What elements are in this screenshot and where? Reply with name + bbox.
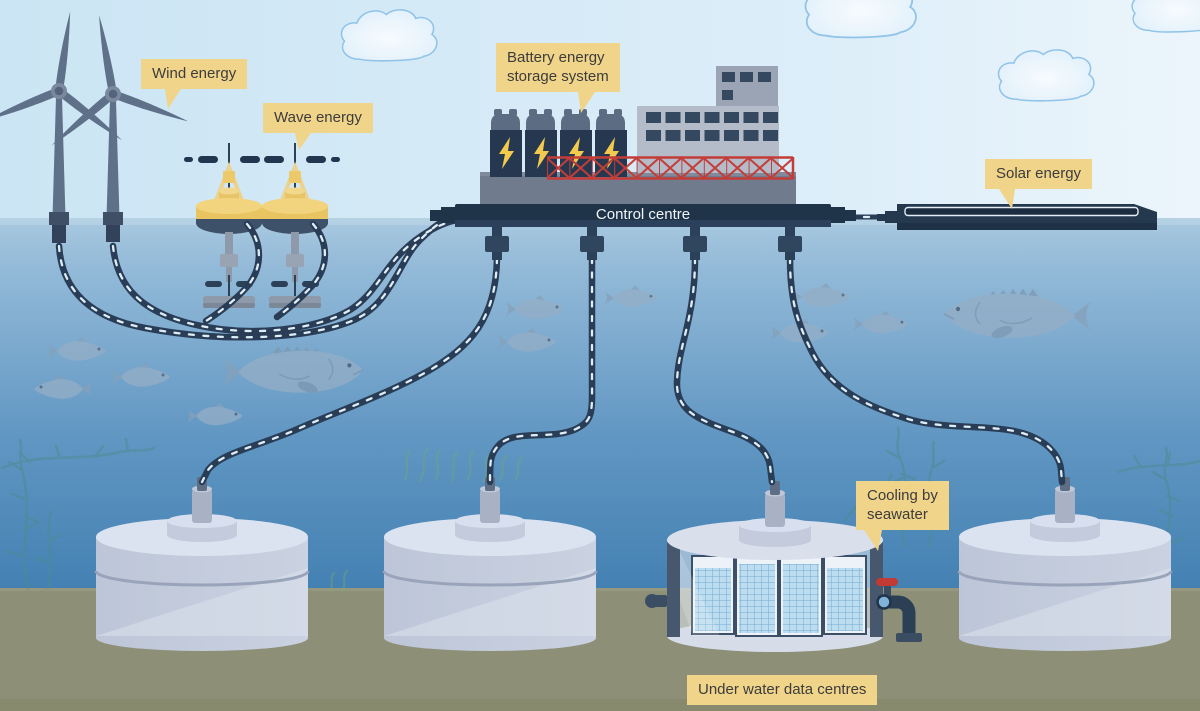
label-cooling-seawater: Cooling by seawater (856, 481, 949, 552)
server-rack (735, 551, 779, 637)
seawater-valve (876, 578, 922, 642)
server-rack (823, 555, 867, 635)
server-rack (779, 551, 823, 637)
underwater-data-centre-3-transparent (667, 481, 883, 652)
building-windows (646, 112, 778, 141)
floating-solar-panel (877, 204, 1157, 230)
lightning-bolt-icon (569, 137, 584, 169)
lightning-bolt-icon (604, 137, 619, 169)
label-wind-energy: Wind energy (141, 59, 248, 110)
valve-handle (876, 578, 898, 586)
label-solar-energy: Solar energy (985, 159, 1093, 210)
platform-pylons (485, 226, 802, 260)
wind-turbine-2 (49, 14, 190, 242)
cloud-icon (1131, 0, 1200, 33)
battery-unit (525, 109, 557, 177)
left-pipe-stub (645, 594, 667, 608)
battery-unit (490, 109, 522, 177)
lightning-bolt-icon (499, 137, 514, 169)
seabed-bottom-shade (0, 699, 1200, 711)
server-racks (691, 551, 867, 637)
seabed-edge (0, 588, 1200, 591)
power-cables (55, 211, 1066, 486)
control-centre-hull (430, 204, 856, 227)
control-centre-platform (430, 66, 856, 260)
label-underwater-data-centres: Under water data centres (687, 675, 878, 706)
label-control-centre: Control centre (595, 206, 691, 223)
red-truss-railing (547, 156, 795, 180)
lightning-bolt-icon (534, 137, 549, 169)
valve-port (876, 594, 892, 610)
label-battery-storage: Battery energy storage system (496, 43, 620, 114)
label-wave-energy: Wave energy (263, 103, 373, 151)
server-rack (691, 555, 735, 635)
cloud-icon (804, 0, 917, 39)
wind-turbine-1 (0, 11, 125, 243)
cable-wind-2 (109, 216, 463, 335)
